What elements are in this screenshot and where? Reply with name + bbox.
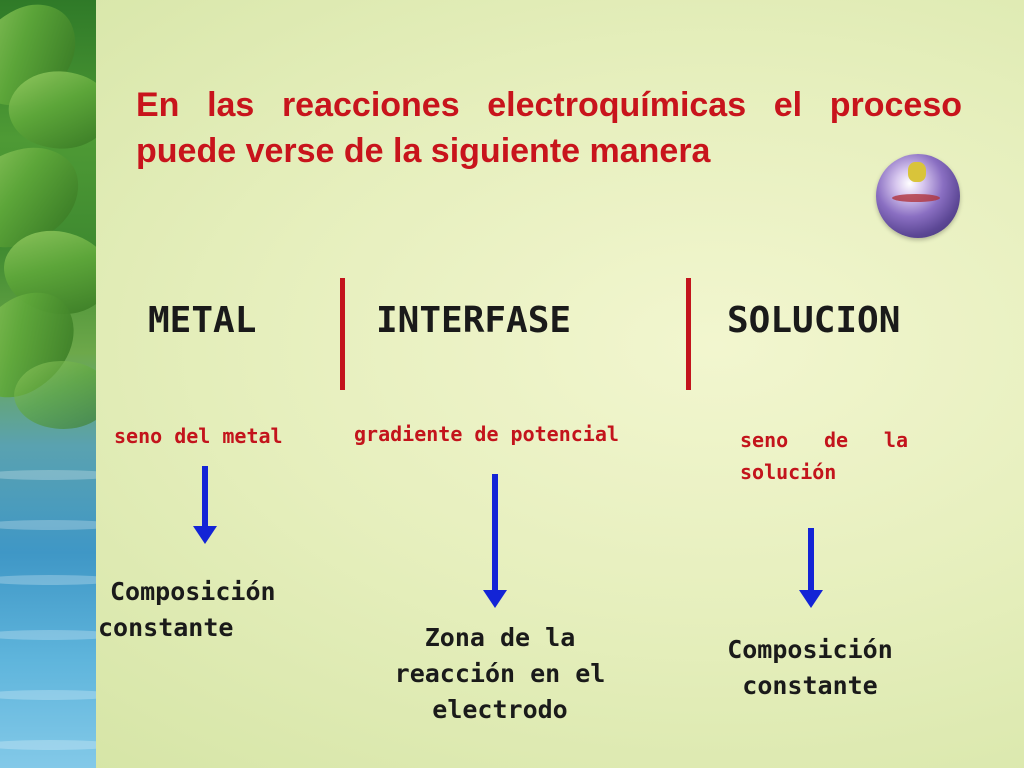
result-interface: Zona de la reacción en el electrodo <box>360 620 640 728</box>
result-solution-line2: constante <box>742 671 878 700</box>
result-interface-line3: electrodo <box>432 695 568 724</box>
arrow-down-interface <box>483 474 507 608</box>
decorative-side-image <box>0 0 96 768</box>
heading-interface: INTERFASE <box>376 300 572 341</box>
globe-band <box>892 194 940 202</box>
result-solution: Composición constante <box>690 632 930 704</box>
description-solution: seno de la solución <box>740 428 908 484</box>
divider-metal-interface <box>340 278 345 390</box>
water-ripple <box>0 575 96 585</box>
water-ripple <box>0 470 96 480</box>
result-metal-line1: Composición <box>110 577 276 606</box>
heading-metal: METAL <box>148 300 257 341</box>
heading-solution: SOLUCION <box>727 300 901 341</box>
result-interface-line1: Zona de la <box>424 623 576 652</box>
result-metal-line2: constante <box>98 613 234 642</box>
globe-highlight <box>908 162 926 182</box>
description-metal: seno del metal <box>114 424 283 448</box>
result-metal: Composición constante <box>98 574 338 646</box>
water-ripple <box>0 520 96 530</box>
water-ripple <box>0 690 96 700</box>
result-solution-line1: Composición <box>727 635 893 664</box>
divider-interface-solution <box>686 278 691 390</box>
result-interface-line2: reacción en el <box>394 659 606 688</box>
slide-title: En las reacciones electroquímicas el pro… <box>136 86 962 170</box>
water-ripple <box>0 630 96 640</box>
description-interface: gradiente de potencial <box>354 422 619 446</box>
arrow-down-metal <box>193 466 217 544</box>
water-ripple <box>0 740 96 750</box>
arrow-down-solution <box>799 528 823 608</box>
